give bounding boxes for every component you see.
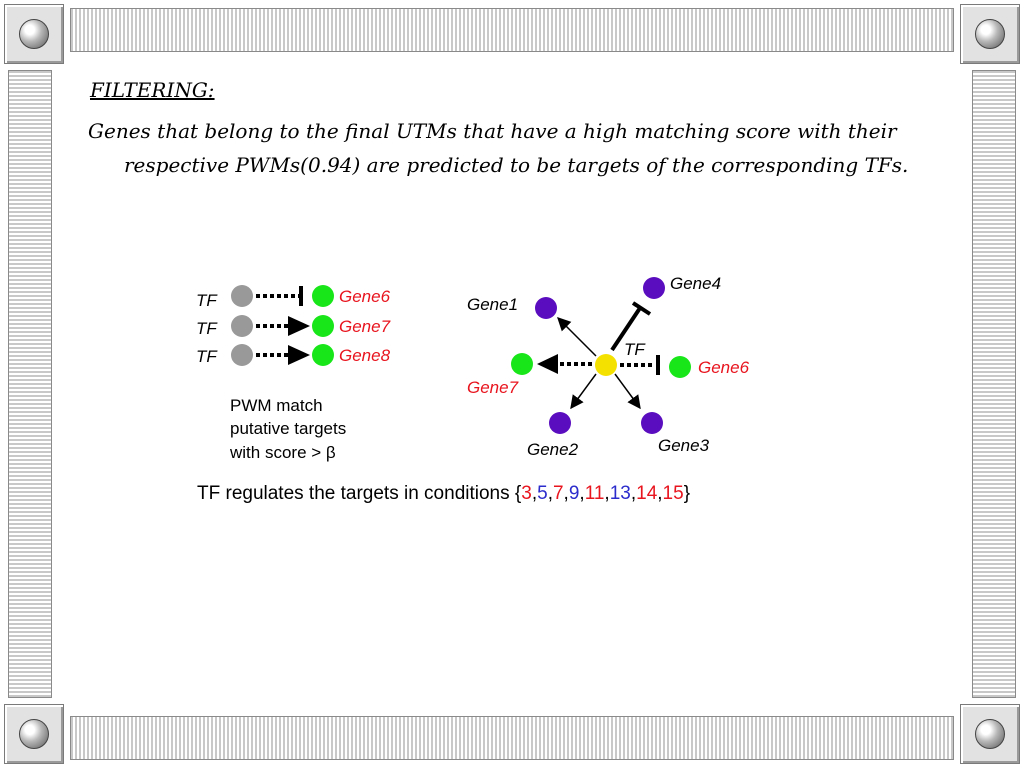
- condition-number: 13: [610, 483, 631, 504]
- left-panel: TF Gene6 TF Gene7 TF Gene8 PWM match put…: [196, 285, 391, 462]
- condition-number: 3: [521, 483, 532, 504]
- frame-corner-top-left: [4, 4, 64, 64]
- edge-to-gene4: [610, 306, 642, 352]
- pwm-caption: PWM match putative targets with score > …: [229, 396, 346, 462]
- edge-to-gene1: [557, 317, 597, 357]
- tf-network: TF Gene1 Gene4 Gene7 Gene6 Gene2 Gene3: [467, 274, 750, 459]
- condition-number: 15: [663, 483, 684, 504]
- frame-top-rail: [70, 8, 954, 52]
- edge-to-gene2: [570, 373, 597, 410]
- open-brace: {: [515, 483, 522, 504]
- close-brace: }: [684, 483, 690, 504]
- gene-label: Gene8: [339, 346, 391, 365]
- gene1-label: Gene1: [467, 295, 518, 314]
- comma: ,: [532, 483, 537, 504]
- gene7-label: Gene7: [467, 378, 519, 397]
- frame-left-rail: [8, 70, 52, 698]
- caption-line: PWM match: [230, 396, 323, 415]
- comma: ,: [657, 483, 662, 504]
- frame-bottom-rail: [70, 716, 954, 760]
- frame-corner-top-right: [960, 4, 1020, 64]
- comma: ,: [548, 483, 553, 504]
- gene1-node: [535, 297, 557, 319]
- caption-line: with score > β: [229, 443, 336, 462]
- gene-node: [312, 285, 334, 307]
- slide-text: FILTERING: Genes that belong to the fina…: [88, 76, 948, 182]
- gene2-label: Gene2: [527, 440, 579, 459]
- bolt-icon: [975, 719, 1005, 749]
- gene6-label: Gene6: [698, 358, 750, 377]
- tf-center-node: [595, 354, 617, 376]
- condition-number: 7: [553, 483, 564, 504]
- tf-center-label: TF: [624, 340, 646, 359]
- tf-node: [231, 285, 253, 307]
- gene-label: Gene6: [339, 287, 391, 306]
- bolt-icon: [975, 19, 1005, 49]
- repression-bar: [631, 301, 652, 316]
- comma: ,: [604, 483, 609, 504]
- arrow-head-icon: [288, 345, 310, 365]
- comma: ,: [631, 483, 636, 504]
- tf-label: TF: [196, 319, 218, 338]
- tf-node: [231, 344, 253, 366]
- tf-label: TF: [196, 347, 218, 366]
- gene3-node: [641, 412, 663, 434]
- comma: ,: [564, 483, 569, 504]
- frame-right-rail: [972, 70, 1016, 698]
- gene7-node: [511, 353, 533, 375]
- condition-number: 11: [585, 483, 605, 504]
- condition-number: 14: [636, 483, 658, 504]
- arrow-head-icon: [537, 354, 558, 374]
- gene6-node: [669, 356, 691, 378]
- tf-node: [231, 315, 253, 337]
- gene-node: [312, 344, 334, 366]
- gene-node: [312, 315, 334, 337]
- bolt-icon: [19, 719, 49, 749]
- gene4-label: Gene4: [670, 274, 721, 293]
- slide-paragraph: Genes that belong to the final UTMs that…: [88, 119, 909, 177]
- gene2-node: [549, 412, 571, 434]
- conditions-sentence: TF regulates the targets in conditions {…: [197, 483, 690, 504]
- edge-to-gene3: [614, 373, 641, 410]
- frame-corner-bottom-right: [960, 704, 1020, 764]
- left-row: TF Gene6: [196, 285, 391, 310]
- gene-label: Gene7: [339, 317, 391, 336]
- gene3-label: Gene3: [658, 436, 710, 455]
- frame-corner-bottom-left: [4, 704, 64, 764]
- condition-number: 5: [537, 483, 548, 504]
- caption-line: putative targets: [230, 419, 346, 438]
- bolt-icon: [19, 19, 49, 49]
- arrow-head-icon: [288, 316, 310, 336]
- conditions-prefix: TF regulates the targets in conditions: [197, 483, 515, 504]
- left-row: TF Gene8: [196, 344, 391, 366]
- condition-number: 9: [569, 483, 580, 504]
- slide-heading: FILTERING:: [90, 78, 215, 102]
- left-row: TF Gene7: [196, 315, 391, 338]
- tf-label: TF: [196, 291, 218, 310]
- comma: ,: [579, 483, 584, 504]
- gene4-node: [643, 277, 665, 299]
